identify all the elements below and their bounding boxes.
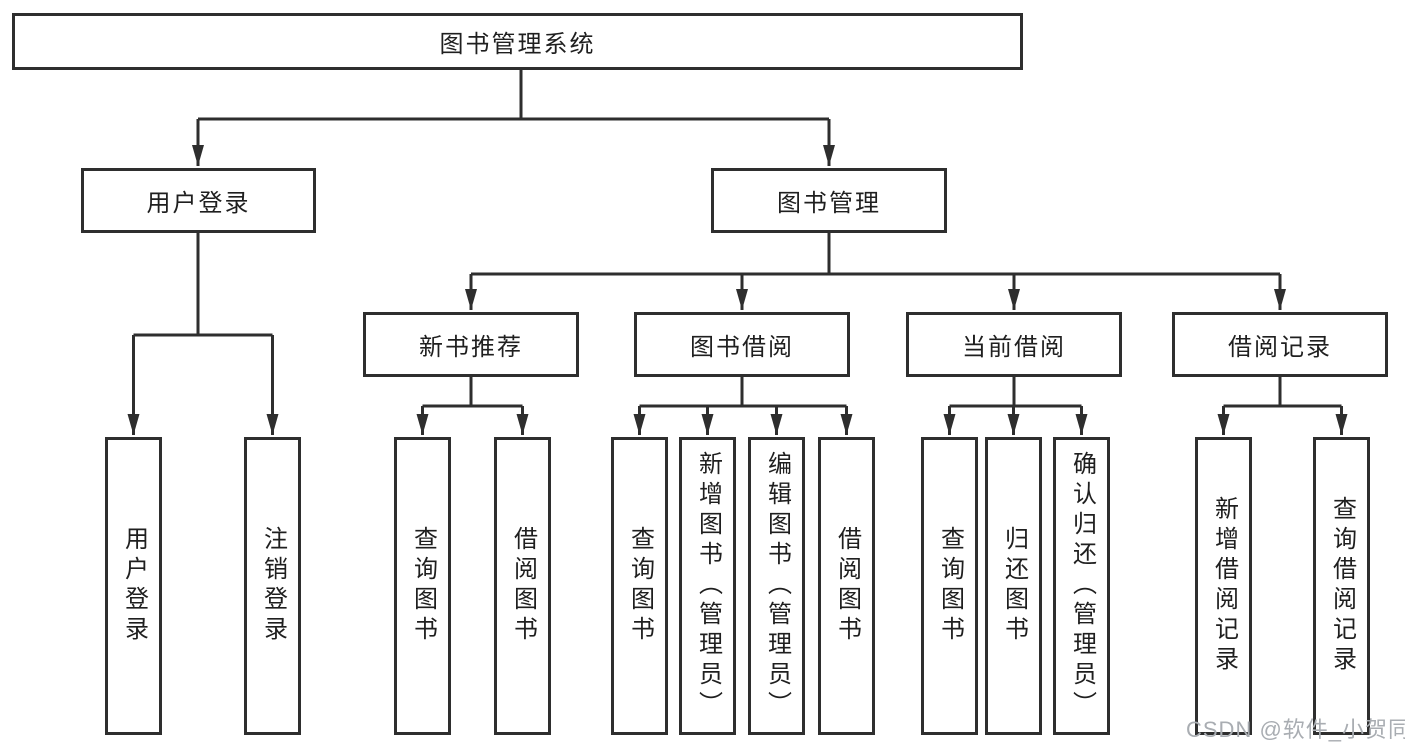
leaf-borrow-books-borrowing: 借阅图书 <box>818 437 875 735</box>
leaf-edit-books-admin: 编辑图书（管理员） <box>748 437 805 735</box>
leaf-query-books-borrowing: 查询图书 <box>611 437 668 735</box>
csdn-watermark: CSDN @软件_小贺同学 <box>1186 717 1405 742</box>
leaf-add-books-admin: 新增图书（管理员） <box>679 437 736 735</box>
node-borrowing-records: 借阅记录 <box>1172 312 1388 377</box>
node-new-book-recommendation: 新书推荐 <box>363 312 579 377</box>
node-book-management: 图书管理 <box>711 168 947 233</box>
leaf-return-books: 归还图书 <box>985 437 1042 735</box>
leaf-borrow-books-recommend: 借阅图书 <box>494 437 551 735</box>
leaf-query-borrow-record: 查询借阅记录 <box>1313 437 1370 735</box>
node-user-login: 用户登录 <box>81 168 316 233</box>
leaf-add-borrow-record: 新增借阅记录 <box>1195 437 1252 735</box>
leaf-user-login: 用户登录 <box>105 437 162 735</box>
leaf-logout: 注销登录 <box>244 437 301 735</box>
leaf-query-books-current: 查询图书 <box>921 437 978 735</box>
node-library-management-system: 图书管理系统 <box>12 13 1023 70</box>
node-book-borrowing: 图书借阅 <box>634 312 850 377</box>
node-current-borrowing: 当前借阅 <box>906 312 1122 377</box>
leaf-confirm-return-admin: 确认归还（管理员） <box>1053 437 1110 735</box>
leaf-query-books-recommend: 查询图书 <box>394 437 451 735</box>
